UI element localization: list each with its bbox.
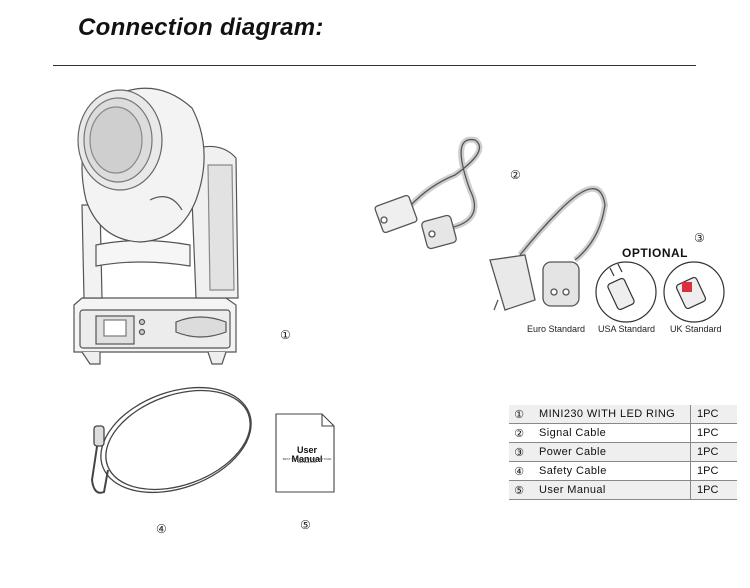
marker-power-optional: ③ (694, 231, 705, 245)
table-row: ③ Power Cable 1PC (509, 442, 737, 462)
parts-list-table: ① MINI230 WITH LED RING 1PC ② Signal Cab… (509, 405, 737, 500)
user-manual-illustration (275, 413, 335, 493)
part-quantity: 1PC (690, 480, 737, 500)
part-number: ⑤ (509, 480, 529, 500)
marker-safety-cable: ④ (156, 522, 167, 536)
part-name: User Manual (529, 480, 691, 500)
moving-head-fixture-illustration (73, 87, 239, 365)
table-row: ② Signal Cable 1PC (509, 423, 737, 443)
uk-standard-label: UK Standard (670, 324, 722, 334)
euro-standard-label: Euro Standard (527, 324, 586, 334)
table-row: ① MINI230 WITH LED RING 1PC (509, 405, 737, 424)
euro-power-cable-illustration (489, 185, 609, 311)
manual-cover-title: User Manual (291, 445, 323, 464)
marker-fixture: ① (280, 328, 291, 342)
marker-signal-cable: ② (510, 168, 521, 182)
optional-label: OPTIONAL (622, 246, 688, 260)
part-name: Signal Cable (529, 423, 691, 443)
part-name: MINI230 WITH LED RING (529, 405, 691, 424)
part-number: ① (509, 405, 529, 424)
manual-cover-subtitle: BEST THIS MANUAL FOR FUTURE REFERENCE (282, 457, 332, 464)
safety-cable-illustration (90, 386, 252, 494)
header-divider (53, 65, 696, 66)
signal-cable-illustration (374, 136, 483, 250)
uk-plug-illustration (663, 261, 725, 323)
usa-standard-label: USA Standard (598, 324, 656, 334)
part-number: ② (509, 423, 529, 443)
part-number: ④ (509, 461, 529, 481)
page-title: Connection diagram: (78, 14, 324, 41)
part-name: Safety Cable (529, 461, 691, 481)
part-number: ③ (509, 442, 529, 462)
part-quantity: 1PC (690, 442, 737, 462)
marker-user-manual: ⑤ (300, 518, 311, 532)
part-quantity: 1PC (690, 423, 737, 443)
part-quantity: 1PC (690, 405, 737, 424)
usa-plug-illustration (595, 261, 657, 323)
part-quantity: 1PC (690, 461, 737, 481)
table-row: ⑤ User Manual 1PC (509, 480, 737, 500)
part-name: Power Cable (529, 442, 691, 462)
table-row: ④ Safety Cable 1PC (509, 461, 737, 481)
